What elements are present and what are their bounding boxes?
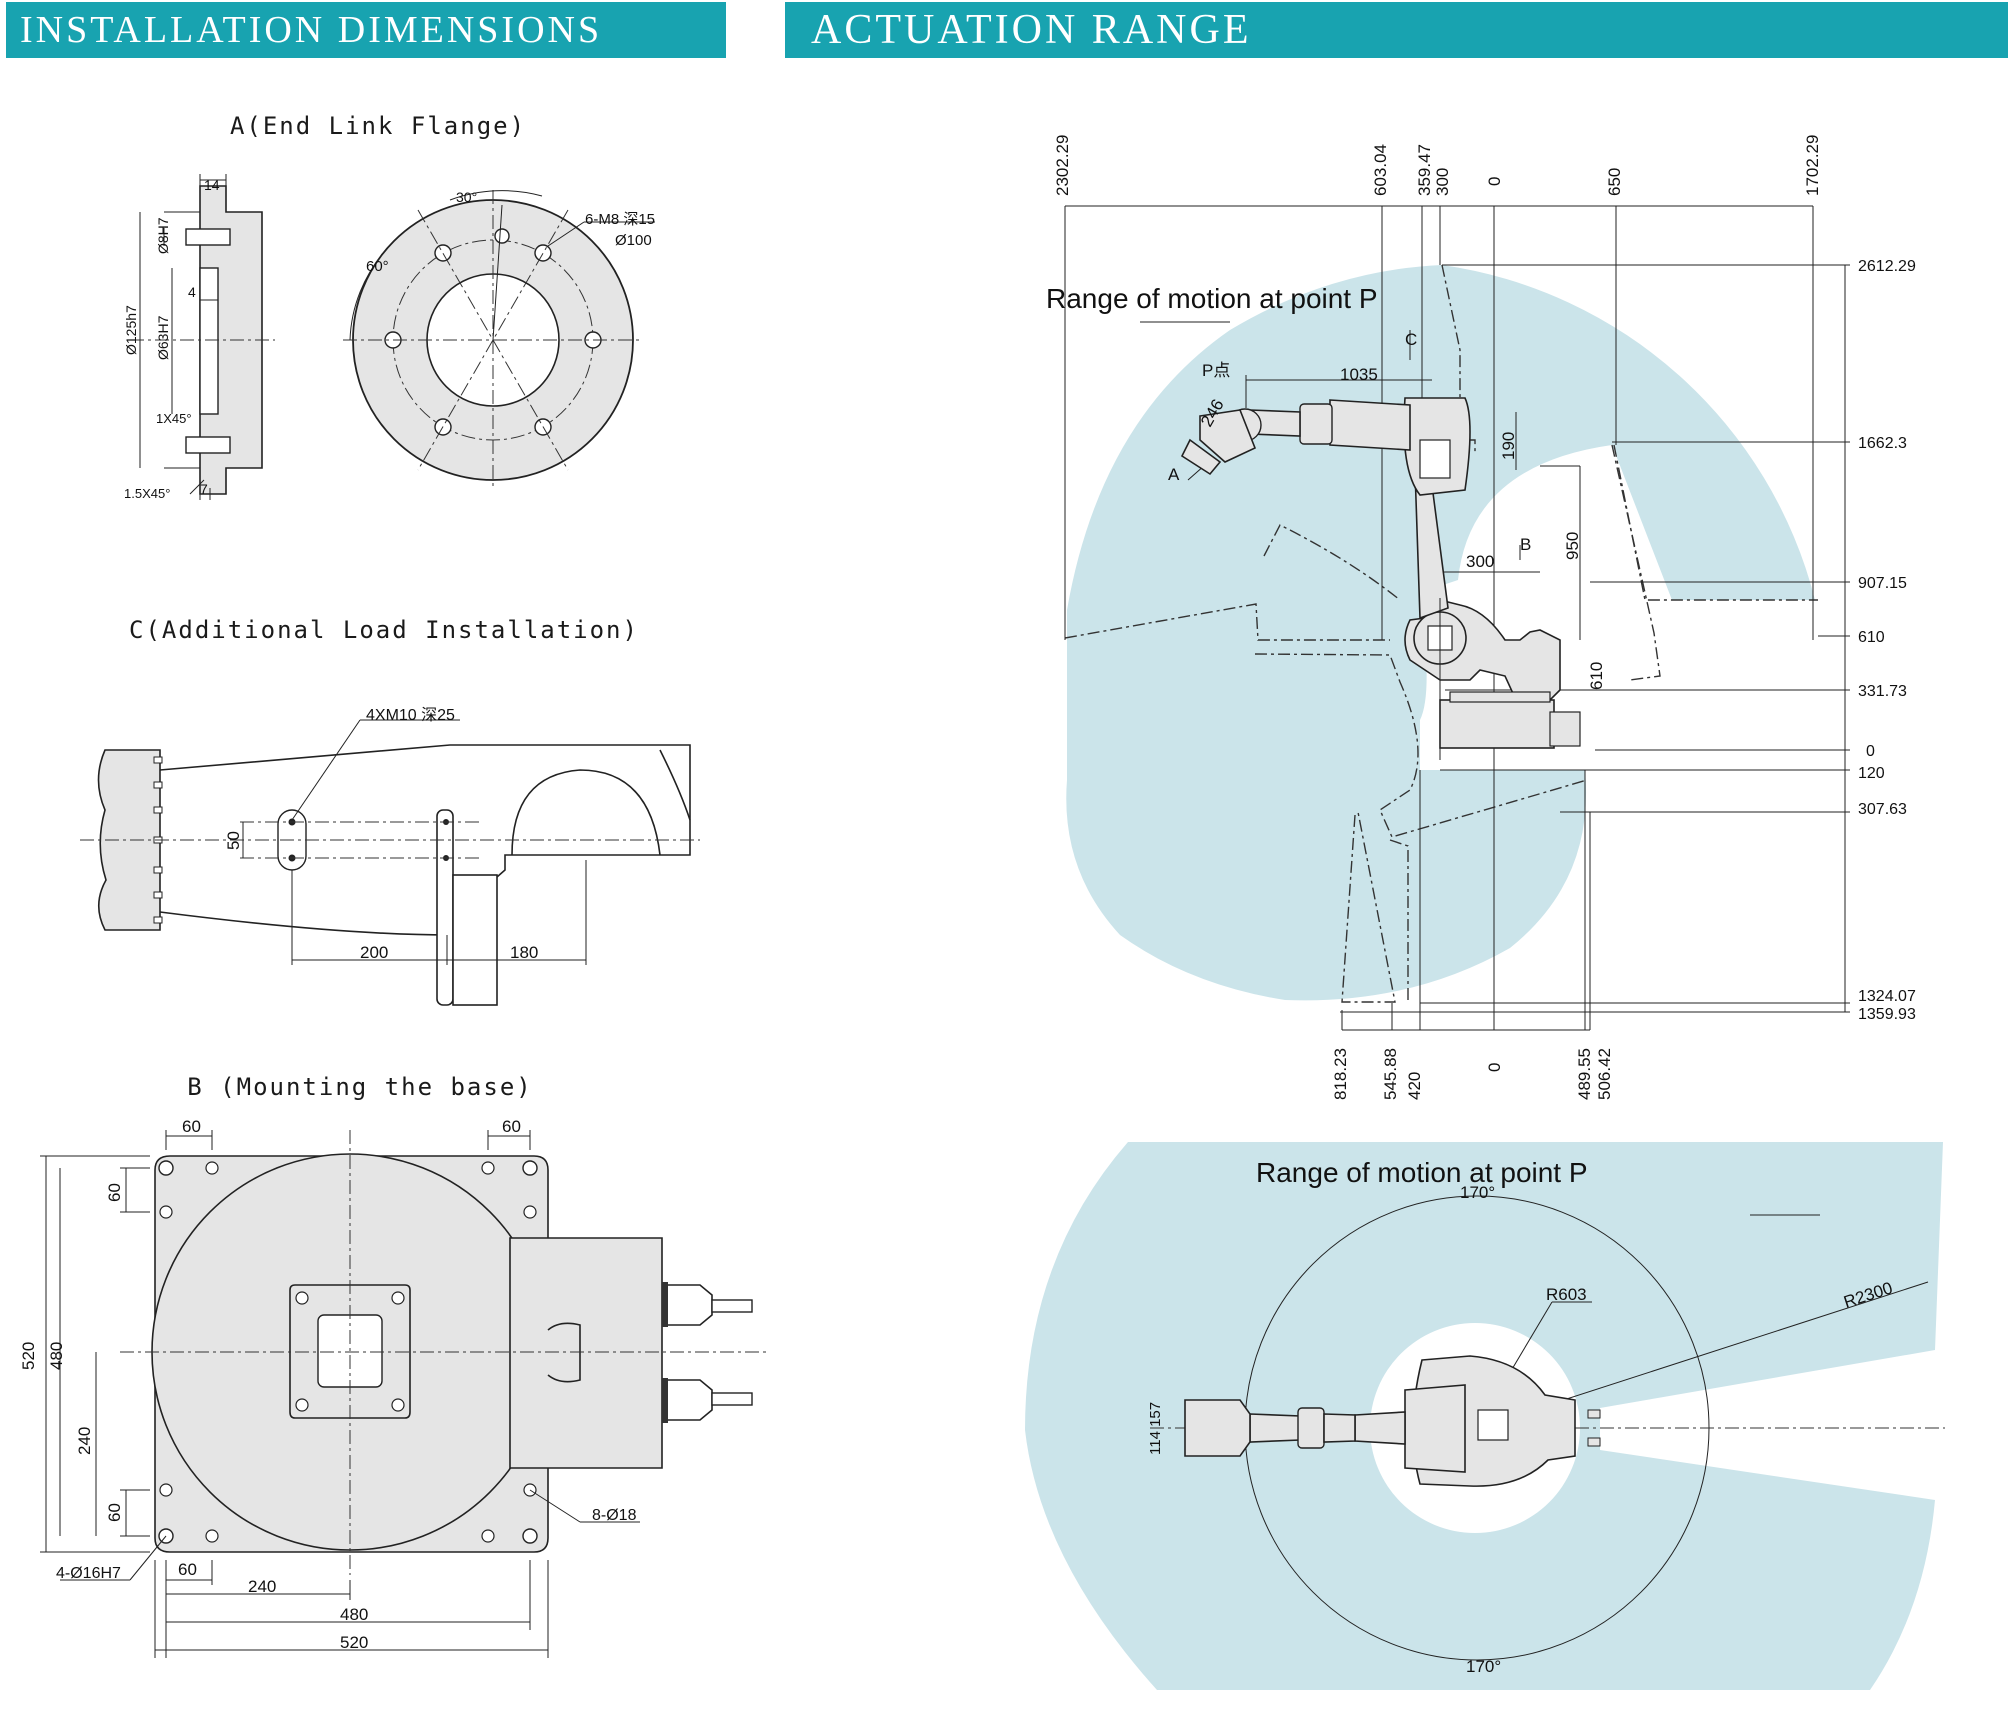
flange-chamfer-1-5x45: 1.5X45° <box>124 486 170 501</box>
base-dim-side-60-top: 60 <box>105 1183 124 1202</box>
additional-load-title: C(Additional Load Installation) <box>129 616 639 644</box>
base-dim-bottom-240: 240 <box>248 1577 276 1596</box>
right-tick-120: 120 <box>1858 765 1885 782</box>
flange-dim-63h7: Ø63H7 <box>155 315 171 360</box>
top-range-label: Range of motion at point P <box>1256 1157 1588 1188</box>
flange-dim-7: 7 <box>200 481 208 497</box>
c-arrow-label: C <box>1405 330 1417 349</box>
side-dim-950: 950 <box>1563 532 1582 560</box>
bottom-tick-489: 489.55 <box>1575 1048 1594 1100</box>
side-dim-190: 190 <box>1499 432 1518 460</box>
bottom-tick-818: 818.23 <box>1331 1048 1350 1100</box>
a-arrow-label: A <box>1168 465 1180 484</box>
bottom-tick-545: 545.88 <box>1381 1048 1400 1100</box>
base-dim-side-60-bottom: 60 <box>105 1503 124 1522</box>
base-dim-side-240: 240 <box>75 1427 94 1455</box>
bottom-tick-506: 506.42 <box>1595 1048 1614 1100</box>
side-dim-1035: 1035 <box>1340 365 1378 384</box>
top-range-zone <box>1025 1142 1943 1690</box>
top-angle-170-lower: 170° <box>1466 1657 1501 1676</box>
flange-dim-8h7: Ø8H7 <box>155 217 171 254</box>
top-tick-300: 300 <box>1433 168 1452 196</box>
base-pin-holes-label: 4-Ø16H7 <box>56 1565 121 1582</box>
b-arrow-label: B <box>1520 535 1531 554</box>
top-view-range-diagram: Range of motion at point P 170° 170° R60… <box>1025 1142 1945 1690</box>
top-angle-170-upper: 170° <box>1460 1183 1495 1202</box>
flange-angle-30: 30° <box>456 189 477 205</box>
mounting-base-drawing: 60 60 60 520 480 240 60 60 240 480 520 4… <box>19 1117 770 1658</box>
side-dim-610: 610 <box>1587 662 1606 690</box>
base-dim-bottom-520: 520 <box>340 1633 368 1652</box>
top-tick-359: 359.47 <box>1415 144 1434 196</box>
load-dim-50: 50 <box>224 831 243 850</box>
right-tick-307: 307.63 <box>1858 801 1907 818</box>
top-tick-1702: 1702.29 <box>1803 135 1822 196</box>
flange-pcd-label: Ø100 <box>615 232 652 249</box>
flange-chamfer-1x45: 1X45° <box>156 411 192 426</box>
right-tick-1662: 1662.3 <box>1858 435 1907 452</box>
top-dims-114-157: 114 157 <box>1147 1402 1164 1455</box>
load-dim-180: 180 <box>510 943 538 962</box>
base-dim-top-left-60: 60 <box>182 1117 201 1136</box>
top-r603: R603 <box>1546 1285 1587 1304</box>
right-tick-610: 610 <box>1858 629 1885 646</box>
base-dim-bottom-60: 60 <box>178 1560 197 1579</box>
installation-dimensions-banner: INSTALLATION DIMENSIONS <box>6 2 726 58</box>
mounting-base-title: B (Mounting the base) <box>187 1073 533 1101</box>
top-tick-650: 650 <box>1605 168 1624 196</box>
top-tick-603: 603.04 <box>1371 144 1390 196</box>
right-tick-2612: 2612.29 <box>1858 258 1916 275</box>
base-dim-bottom-480: 480 <box>340 1605 368 1624</box>
base-dim-top-right-60: 60 <box>502 1117 521 1136</box>
flange-dim-125h7: Ø125h7 <box>123 305 139 355</box>
end-link-flange-title: A(End Link Flange) <box>229 112 527 140</box>
flange-side-view: 14 Ø8H7 4 Ø125h7 Ø63H7 1X45° 1.5X45° 7 <box>123 174 275 501</box>
flange-holes-label: 6-M8 深15 <box>585 211 655 228</box>
top-tick-0: 0 <box>1485 177 1504 186</box>
right-tick-907: 907.15 <box>1858 575 1907 592</box>
side-range-label: Range of motion at point P <box>1046 283 1378 314</box>
side-view-range-diagram: Range of motion at point P P点 A B C 1035… <box>1046 135 1916 1100</box>
base-dim-side-480: 480 <box>47 1342 66 1370</box>
top-tick-2302: 2302.29 <box>1053 135 1072 196</box>
load-holes-label: 4XM10 深25 <box>366 706 455 724</box>
base-dim-side-520: 520 <box>19 1342 38 1370</box>
flange-front-view: 30° 60° 6-M8 深15 Ø100 <box>343 189 655 490</box>
flange-dim-14: 14 <box>204 177 220 193</box>
additional-load-drawing: 4XM10 深25 50 200 180 <box>80 706 700 1006</box>
actuation-range-banner: ACTUATION RANGE <box>785 2 2008 58</box>
base-bolt-holes-label: 8-Ø18 <box>592 1507 637 1524</box>
right-tick-1359: 1359.93 <box>1858 1006 1916 1023</box>
bottom-tick-0: 0 <box>1485 1063 1504 1072</box>
load-dim-200: 200 <box>360 943 388 962</box>
right-tick-0: 0 <box>1866 743 1875 760</box>
flange-dim-4: 4 <box>188 284 196 300</box>
flange-angle-60: 60° <box>366 258 389 275</box>
p-point-label: P点 <box>1202 361 1230 380</box>
bottom-tick-420: 420 <box>1405 1072 1424 1100</box>
right-tick-331: 331.73 <box>1858 683 1907 700</box>
side-dim-300: 300 <box>1466 552 1494 571</box>
right-tick-1324: 1324.07 <box>1858 988 1916 1005</box>
